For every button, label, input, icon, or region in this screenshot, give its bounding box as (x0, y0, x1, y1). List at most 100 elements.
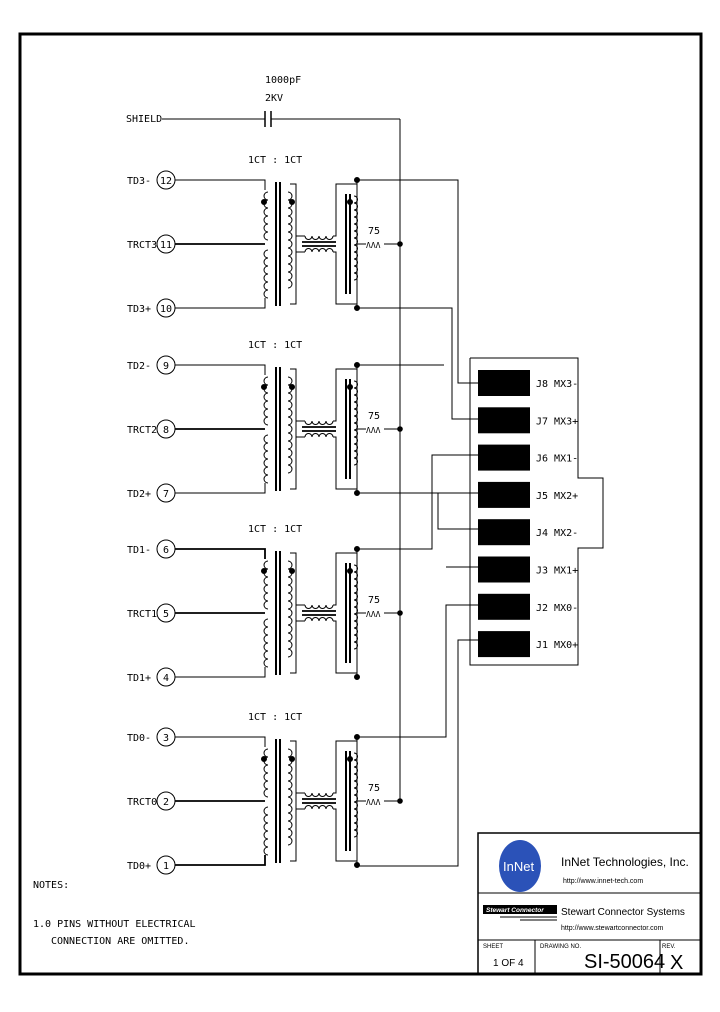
rj45-jack (469, 357, 604, 666)
resistor-symbol: ΛΛΛ (366, 798, 381, 807)
ratio-label: 1CT : 1CT (248, 340, 302, 351)
notes-heading: NOTES: (33, 880, 69, 891)
shield-label: SHIELD (126, 114, 162, 125)
pin-name: TD1+ (127, 673, 151, 684)
pin-name: TD0+ (127, 861, 151, 872)
pin-number: 11 (160, 240, 172, 251)
pin-number: 6 (163, 545, 169, 556)
resistor-symbol: ΛΛΛ (366, 241, 381, 250)
jack-contact (478, 631, 530, 658)
pin-1: TD0+ 1 (127, 855, 266, 875)
junction-dot (397, 426, 403, 432)
secondary-transformer (345, 177, 360, 311)
pin-number: 2 (163, 797, 169, 808)
pin-8: TRCT2 8 (127, 419, 265, 439)
pin-4: TD1+ 4 (127, 667, 266, 687)
pin-name: TRCT0 (127, 797, 157, 808)
jack-contact (478, 519, 530, 546)
resistor-value: 75 (368, 595, 380, 606)
pin-number: 8 (163, 425, 169, 436)
jack-contact (478, 593, 530, 620)
jack-pin: J3 MX1+ (478, 556, 578, 583)
partner-url: http://www.stewartconnector.com (561, 925, 663, 932)
junction-dot (397, 241, 403, 247)
jack-contact (478, 481, 530, 508)
resistor-value: 75 (368, 783, 380, 794)
title-block: InNet InNet Technologies, Inc. http://ww… (477, 832, 702, 975)
pin-number: 4 (163, 673, 169, 684)
pin-number: 10 (160, 304, 172, 315)
notes-line-1: 1.0 PINS WITHOUT ELECTRICAL (33, 919, 196, 930)
pin-10: TD3+ 10 (127, 298, 266, 318)
junction-dot (397, 610, 403, 616)
common-mode-choke (296, 737, 358, 865)
resistor-symbol: ΛΛΛ (366, 426, 381, 435)
notes-line-2: CONNECTION ARE OMITTED. (51, 936, 189, 947)
pin-number: 9 (163, 361, 169, 372)
ratio-label: 1CT : 1CT (248, 155, 302, 166)
resistor-value: 75 (368, 411, 380, 422)
jack-contact (478, 407, 530, 434)
capacitor-value: 1000pF (265, 75, 301, 86)
primary-transformer (261, 739, 297, 863)
rev-label: REV. (662, 944, 676, 950)
primary-transformer (261, 551, 297, 675)
primary-transformer (261, 182, 297, 306)
pin-name: TD0- (127, 733, 151, 744)
jack-contact (478, 556, 530, 583)
innet-logo: InNet (499, 840, 541, 892)
jack-contact (478, 370, 530, 396)
pin-number: 12 (160, 176, 172, 187)
sheet-value: 1 OF 4 (493, 958, 524, 969)
jack-pin: J1 MX0+ (478, 631, 578, 658)
jack-pin-label: J6 MX1- (536, 454, 578, 465)
jack-pin: J6 MX1- (478, 444, 578, 471)
pin-name: TRCT2 (127, 425, 157, 436)
drawing-label: DRAWING NO. (540, 944, 581, 950)
ratio-label: 1CT : 1CT (248, 524, 302, 535)
pin-name: TD2+ (127, 489, 151, 500)
jack-pin: J4 MX2- (478, 519, 578, 546)
jack-pin-label: J8 MX3- (536, 379, 578, 390)
jack-pin-label: J1 MX0+ (536, 640, 578, 651)
company-url: http://www.innet-tech.com (563, 878, 643, 885)
sheet-label: SHEET (483, 944, 503, 950)
pin-2: TRCT0 2 (127, 791, 265, 811)
stewart-logo-text: Stewart Connector (486, 907, 544, 914)
jack-contact (478, 444, 530, 471)
jack-pin: J2 MX0- (478, 593, 578, 620)
pin-3: TD0- 3 (127, 727, 266, 747)
pin-7: TD2+7 (127, 483, 266, 503)
junction-dot (397, 798, 403, 804)
shield-capacitor: 1000pF 2KV SHIELD (126, 75, 401, 802)
jack-pin-label: J2 MX0- (536, 603, 578, 614)
partner-name: Stewart Connector Systems (561, 907, 685, 918)
stewart-logo: Stewart Connector (483, 905, 557, 921)
pin-name: TD2- (127, 361, 151, 372)
jack-pin-label: J4 MX2- (536, 528, 578, 539)
notes: NOTES: 1.0 PINS WITHOUT ELECTRICAL CONNE… (33, 880, 196, 947)
common-mode-choke (296, 180, 358, 308)
jack-pin-label: J3 MX1+ (536, 566, 578, 577)
common-mode-choke (296, 549, 358, 677)
primary-transformer (261, 367, 297, 491)
pin-12: TD3- 12 (127, 170, 266, 190)
pin-name: TD3- (127, 176, 151, 187)
pin-number: 1 (163, 861, 169, 872)
pin-name: TRCT1 (127, 609, 157, 620)
pin-5: TRCT1 5 (127, 603, 265, 623)
pin-name: TD3+ (127, 304, 151, 315)
resistor-symbol: ΛΛΛ (366, 610, 381, 619)
pin-number: 3 (163, 733, 169, 744)
company-name: InNet Technologies, Inc. (561, 855, 689, 869)
pin-number: 5 (163, 609, 169, 620)
rev-value: X (670, 952, 683, 974)
